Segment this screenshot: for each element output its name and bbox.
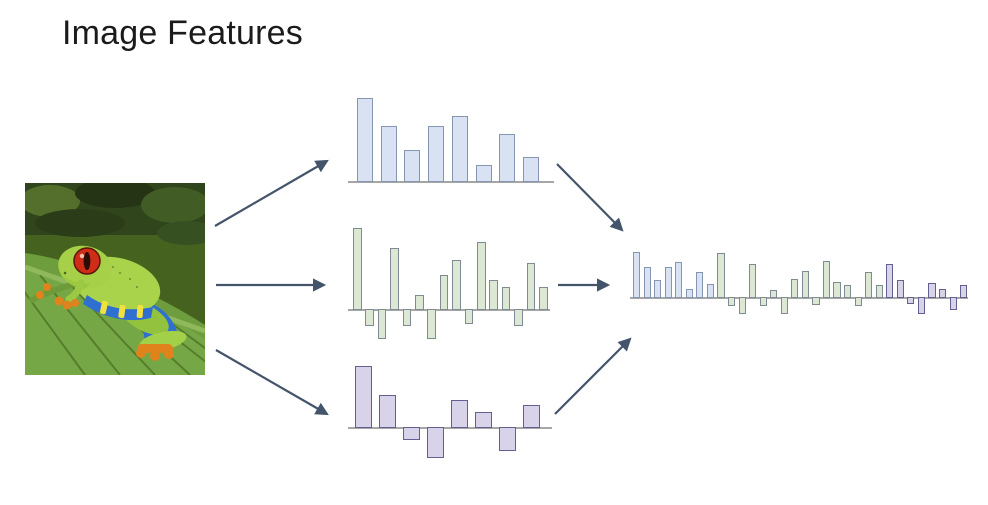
feature3-axis xyxy=(348,427,552,429)
feature1-bar xyxy=(451,116,468,182)
combined-bar xyxy=(749,263,757,298)
arrow-image-to-feature1 xyxy=(214,159,329,227)
combined-bar xyxy=(654,280,662,298)
combined-bar xyxy=(664,267,672,298)
page-title: Image Features xyxy=(62,14,303,52)
combined-bar xyxy=(675,261,683,298)
combined-bar xyxy=(643,267,651,298)
combined-bar xyxy=(812,297,820,306)
combined-bar xyxy=(633,251,641,298)
combined-bar xyxy=(717,252,725,298)
feature1-axis xyxy=(348,181,554,183)
combined-bar xyxy=(886,263,894,298)
feature2-bar xyxy=(526,263,536,310)
arrow-image-to-feature3 xyxy=(215,349,329,416)
feature3-bar xyxy=(523,405,540,428)
feature2-bar xyxy=(402,309,412,326)
combined-bar xyxy=(706,284,715,298)
feature2-bar xyxy=(489,280,498,310)
feature2-bar xyxy=(514,309,523,326)
feature3-bar xyxy=(499,427,516,451)
feature2-bar xyxy=(353,228,362,310)
feature1-histogram xyxy=(348,90,554,190)
feature3-bar xyxy=(355,366,372,428)
feature1-bar xyxy=(404,150,421,182)
combined-bar xyxy=(938,289,947,298)
combined-bar xyxy=(780,297,788,314)
combined-bar xyxy=(928,282,936,298)
combined-bar xyxy=(949,297,957,311)
combined-bar xyxy=(854,297,862,307)
combined-bar xyxy=(801,270,809,298)
feature3-bar xyxy=(475,412,492,428)
combined-bar xyxy=(696,271,704,298)
feature2-bar xyxy=(365,309,374,326)
combined-bar xyxy=(896,279,904,298)
combined-bar xyxy=(822,260,831,298)
feature2-axis xyxy=(348,309,550,311)
feature2-bar xyxy=(439,275,449,310)
frog-hind-foot xyxy=(136,344,174,361)
combined-bar xyxy=(844,285,852,298)
feature3-bar xyxy=(403,427,420,440)
combined-bar xyxy=(791,278,799,298)
feature3-bar xyxy=(379,395,396,428)
feature1-bar xyxy=(380,126,397,182)
feature2-bar xyxy=(464,309,474,324)
combined-axis xyxy=(630,297,968,299)
combined-bar xyxy=(738,297,746,314)
feature1-bar xyxy=(475,165,492,182)
feature1-bar xyxy=(522,157,539,182)
feature2-bar xyxy=(539,287,548,310)
feature2-bar xyxy=(477,242,486,310)
combined-bar xyxy=(917,297,926,315)
combined-bar xyxy=(727,297,736,307)
combined-bar xyxy=(875,285,883,298)
feature2-bar xyxy=(501,287,511,310)
combined-bar xyxy=(685,288,693,298)
feature1-bar xyxy=(357,98,373,182)
combined-bar xyxy=(759,297,767,307)
frog-front-toes xyxy=(36,283,79,310)
combined-bar xyxy=(770,289,778,298)
feature3-histogram xyxy=(348,358,552,463)
feature2-bar xyxy=(377,309,387,339)
feature2-bar xyxy=(415,295,424,310)
arrow-feature1-to-combined xyxy=(556,163,624,232)
frog-image xyxy=(25,183,205,375)
feature2-bar xyxy=(452,260,461,310)
combined-bar xyxy=(907,297,915,305)
concatenated-feature-histogram xyxy=(630,245,968,325)
combined-bar xyxy=(865,272,873,298)
feature2-histogram xyxy=(348,219,550,344)
combined-bar xyxy=(833,281,841,298)
arrow-feature3-to-combined xyxy=(554,337,632,415)
feature2-bar xyxy=(390,248,399,310)
feature1-bar xyxy=(499,134,516,182)
feature2-bar xyxy=(427,309,436,339)
feature3-bar xyxy=(451,400,468,428)
combined-bar xyxy=(960,285,968,298)
feature1-bar xyxy=(428,126,445,182)
feature3-bar xyxy=(427,427,444,458)
